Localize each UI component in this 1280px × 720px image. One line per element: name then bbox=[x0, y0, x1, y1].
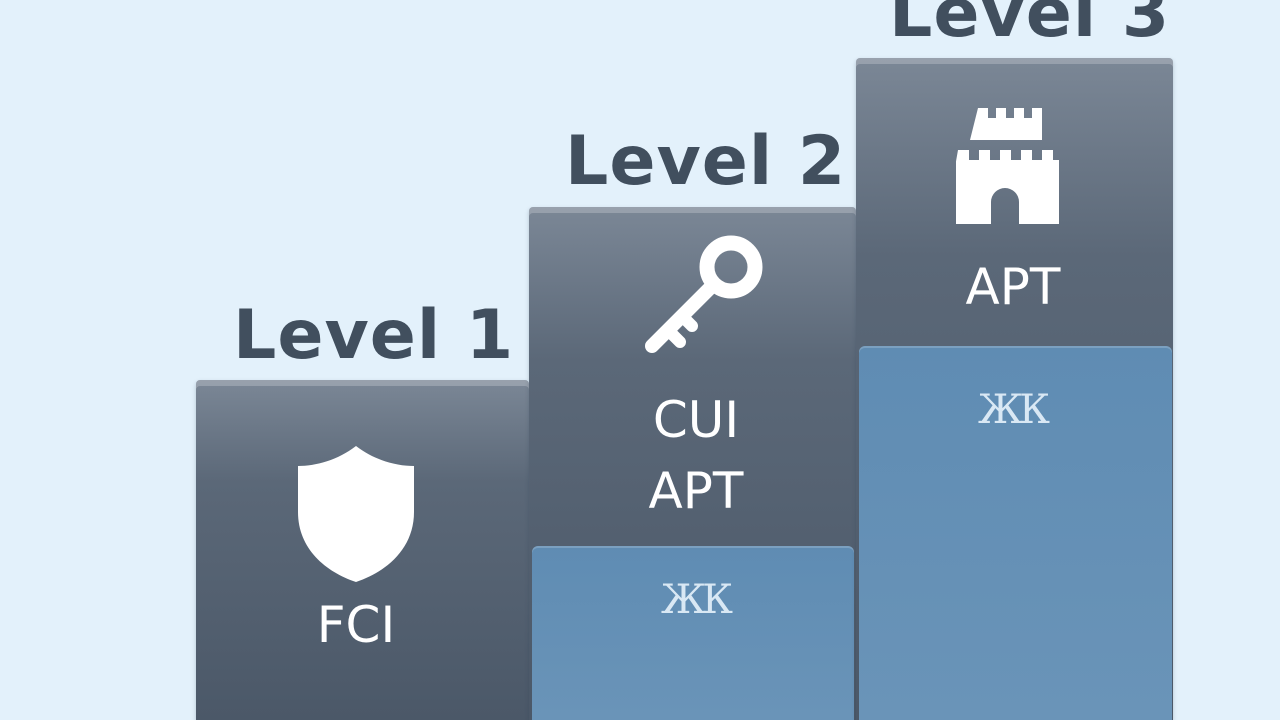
level-3-label: APT bbox=[965, 258, 1061, 316]
level-3-mark: ЖК bbox=[978, 387, 1050, 433]
level-2-label-cui: CUI bbox=[652, 391, 740, 449]
level-2-title: Level 2 bbox=[565, 122, 847, 201]
shield-icon bbox=[298, 446, 414, 582]
level-3-title: Level 3 bbox=[889, 0, 1171, 53]
level-1-label: FCI bbox=[316, 596, 396, 654]
level-1-title: Level 1 bbox=[233, 296, 515, 375]
key-icon bbox=[645, 235, 763, 353]
castle-icon bbox=[956, 108, 1059, 224]
level-2-label-apt: APT bbox=[648, 462, 744, 520]
level-2-lower-panel bbox=[532, 546, 854, 720]
level-3-lower-panel bbox=[859, 346, 1172, 720]
level-2-mark: ЖК bbox=[661, 577, 733, 623]
